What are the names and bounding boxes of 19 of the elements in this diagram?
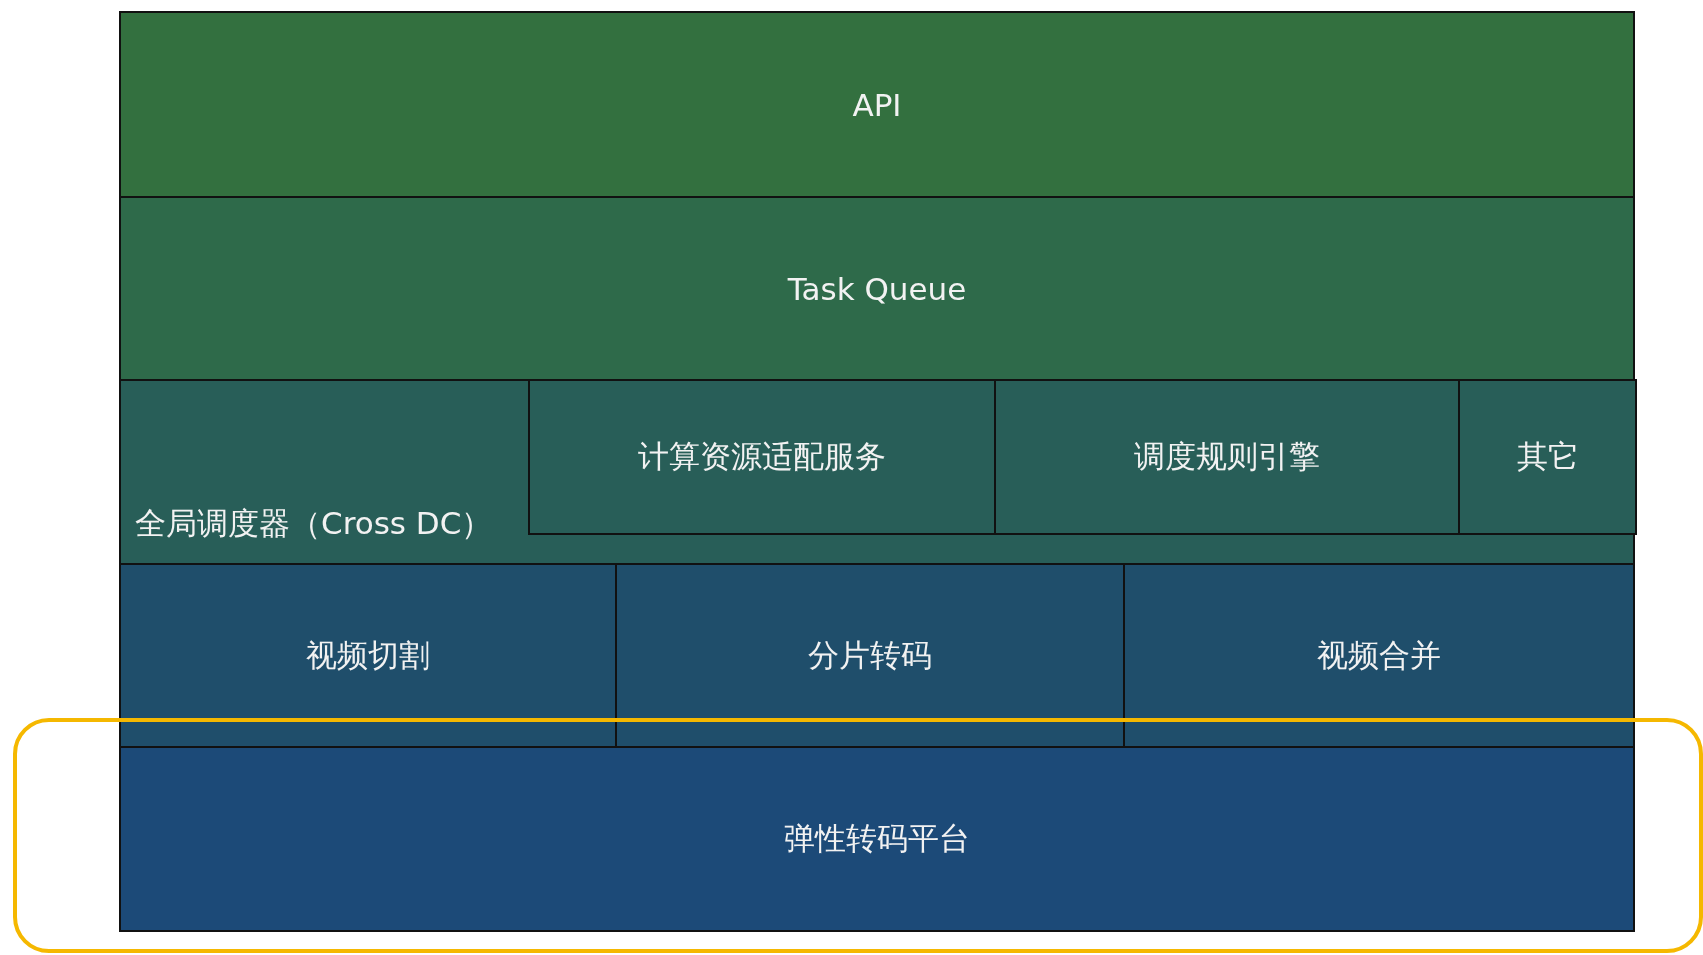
module-box xyxy=(1458,379,1637,535)
layer-label: 计算资源适配服务 xyxy=(638,437,886,476)
layer-box xyxy=(119,379,1635,565)
module-box xyxy=(119,563,617,748)
layer-label: 其它 xyxy=(1516,437,1579,476)
module-box xyxy=(1123,563,1635,748)
layer-label: 视频合并 xyxy=(1317,635,1441,675)
layer-label: 视频切割 xyxy=(306,635,430,675)
layer-box xyxy=(119,196,1635,381)
module-box xyxy=(528,379,996,535)
layer-box xyxy=(119,746,1635,932)
layer-label: 分片转码 xyxy=(808,635,932,675)
module-box xyxy=(615,563,1125,748)
layer-box xyxy=(119,11,1635,198)
layer-label: 弹性转码平台 xyxy=(784,819,970,858)
layer-label: 调度规则引擎 xyxy=(1134,437,1320,476)
layer-label: Task Queue xyxy=(787,270,967,307)
layer-label: API xyxy=(852,86,902,123)
layer-label: 全局调度器（Cross DC） xyxy=(135,504,493,543)
